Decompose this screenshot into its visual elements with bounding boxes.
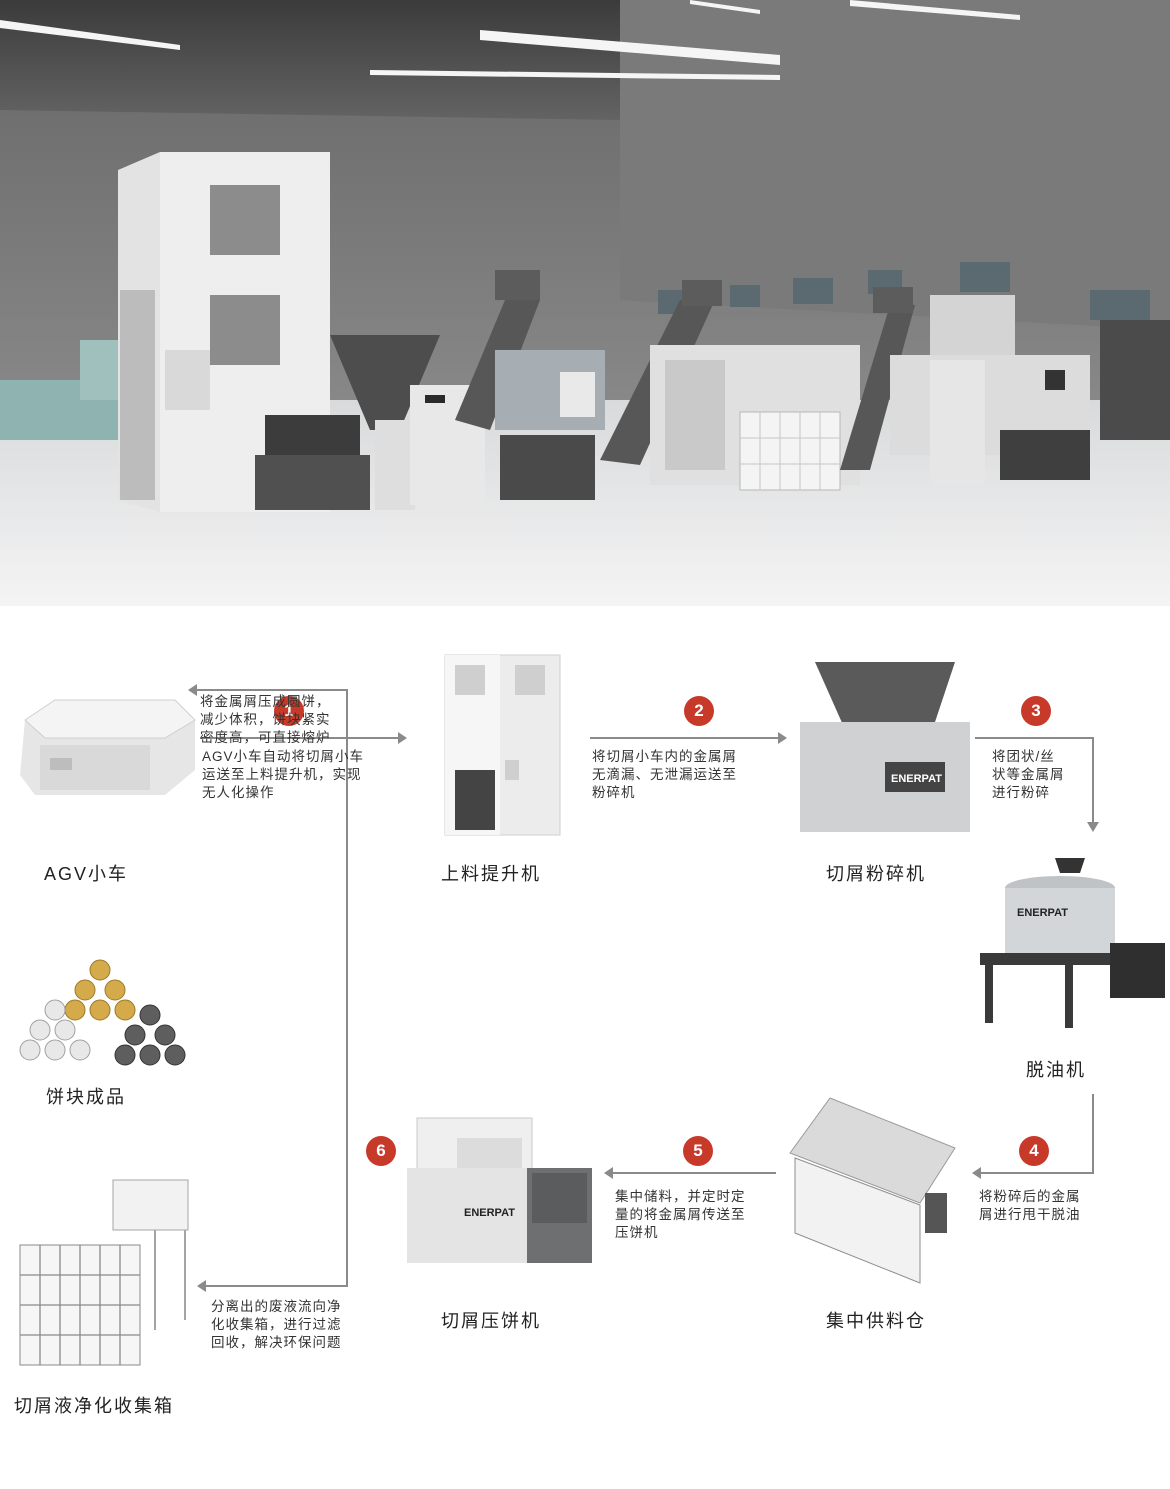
step-5-description: 集中储料，并定时定量的将金属屑传送至压饼机 — [615, 1189, 746, 1240]
step-1-description: AGV小车自动将切屑小车运送至上料提升机，实现无人化操作 — [202, 749, 365, 800]
label-hopper: 集中供料仓 — [826, 1311, 926, 1331]
label-agv: AGV小车 — [44, 864, 129, 884]
label-briquettes: 饼块成品 — [46, 1087, 126, 1107]
factory-production-line-image — [0, 0, 1170, 606]
step-2-description: 将切屑小车内的金属屑无滴漏、无泄漏运送至粉碎机 — [592, 749, 737, 800]
step-badge-5: 5 — [683, 1136, 713, 1166]
coolant-collector-image — [19, 1179, 189, 1366]
label-briquetter: 切屑压饼机 — [441, 1311, 541, 1331]
label-deoiler: 脱油机 — [1026, 1060, 1086, 1080]
step-4-description: 将粉碎后的金属屑进行甩干脱油 — [979, 1189, 1081, 1222]
deoiler-image: ENERPAT — [980, 858, 1165, 1028]
svg-text:ENERPAT: ENERPAT — [1017, 907, 1068, 919]
briquetting-press-image: ENERPAT — [407, 1117, 592, 1263]
agv-cart-image — [20, 699, 196, 795]
step-badge-4: 4 — [1019, 1136, 1049, 1166]
brand-logo: ENERPAT — [891, 773, 942, 785]
step-6-coolant-description: 分离出的废液流向净化收集箱，进行过滤回收，解决环保问题 — [211, 1299, 342, 1350]
step-6-briquette-description: 将金属屑压成圆饼，减少体积，饼块紧实密度高，可直接熔炉 — [200, 694, 331, 745]
step-badge-3: 3 — [1021, 696, 1051, 726]
label-lifter: 上料提升机 — [441, 864, 541, 884]
step-3-description: 将团状/丝状等金属屑进行粉碎 — [992, 749, 1065, 800]
step-badge-2: 2 — [684, 696, 714, 726]
process-flow-arrows — [188, 684, 1099, 1292]
central-hopper-image — [789, 1097, 956, 1284]
chip-shredder-image: ENERPAT — [800, 662, 970, 832]
step-badge-1: 1 — [274, 696, 304, 726]
label-shredder: 切屑粉碎机 — [826, 864, 926, 884]
svg-text:ENERPAT: ENERPAT — [464, 1207, 515, 1219]
briquette-products-image — [19, 959, 186, 1066]
step-badge-6: 6 — [366, 1136, 396, 1166]
label-collector: 切屑液净化收集箱 — [14, 1396, 174, 1416]
feeding-lifter-image — [444, 654, 561, 836]
